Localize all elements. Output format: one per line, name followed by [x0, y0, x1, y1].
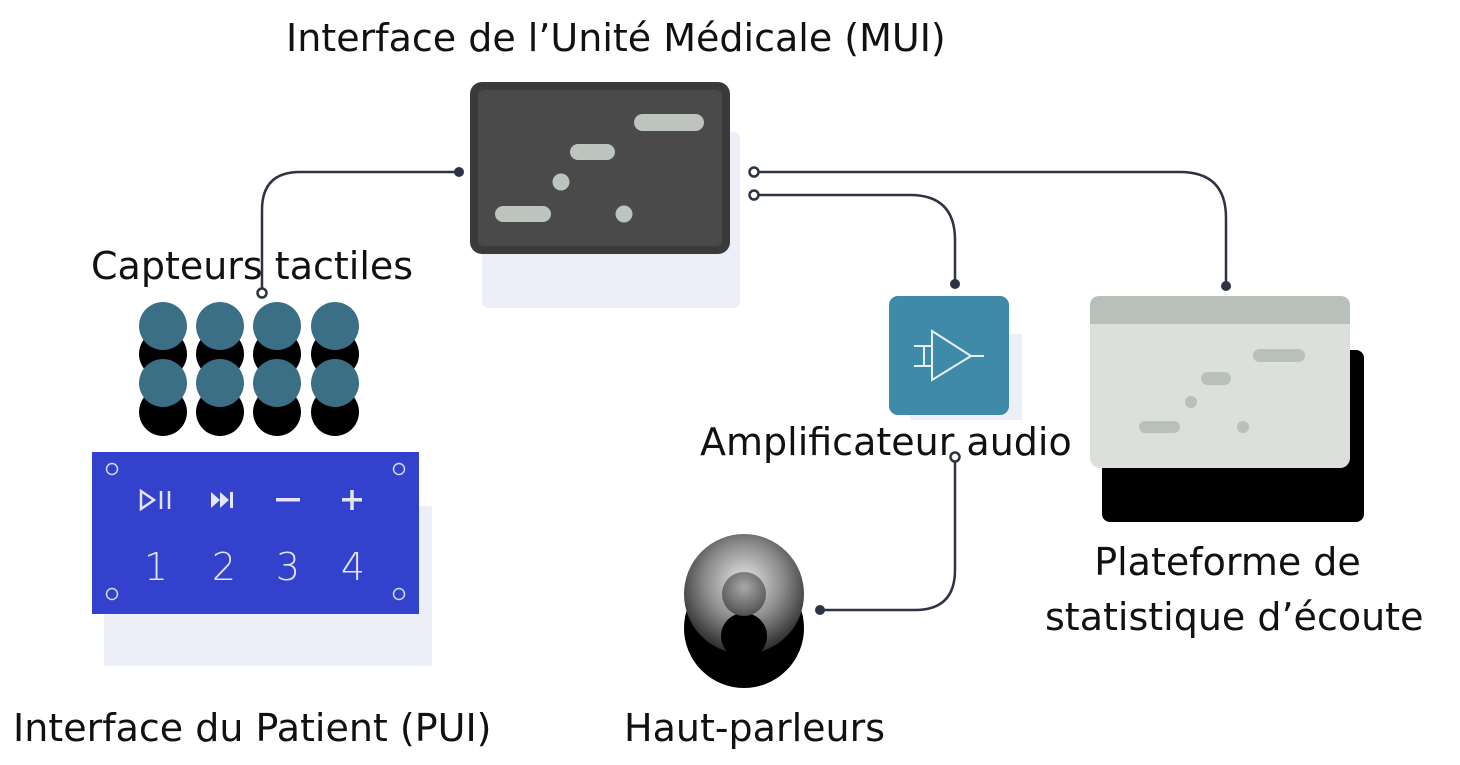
mui-device — [470, 82, 740, 308]
screw-icon — [392, 587, 406, 601]
mui-bar — [634, 114, 704, 131]
amplifier-box — [889, 296, 1009, 415]
pui-board — [92, 452, 419, 614]
speaker-cap — [722, 572, 766, 616]
platform-window — [1090, 296, 1364, 522]
port-platform — [1221, 281, 1231, 291]
speakers-label: Haut-parleurs — [624, 706, 886, 750]
amplifier-label: Amplificateur audio — [700, 420, 1072, 464]
pui-number-2[interactable]: 2 — [212, 545, 236, 589]
platform-label-line1: Plateforme de — [1094, 540, 1361, 584]
speaker-device — [684, 534, 804, 688]
mui-dot — [552, 173, 570, 191]
next-track-icon[interactable] — [211, 492, 233, 508]
port-mui-left — [454, 167, 464, 177]
mui-bar — [495, 206, 551, 222]
connector-mui-sensors — [260, 170, 459, 293]
plus-icon[interactable] — [342, 490, 362, 510]
connector-amplifier-speakers — [820, 457, 957, 612]
port-sensors — [256, 287, 268, 299]
screw-icon — [105, 462, 119, 476]
port-mui-right-1 — [748, 166, 760, 178]
platform-bar — [1201, 372, 1231, 385]
platform-title-bar — [1090, 296, 1350, 324]
minus-icon[interactable] — [276, 498, 300, 502]
amplifier-device — [889, 296, 1022, 420]
pui-number-4[interactable]: 4 — [341, 545, 365, 589]
mui-dot — [615, 205, 633, 223]
platform-bar — [1253, 349, 1305, 362]
mui-bar — [570, 144, 615, 160]
amplifier-icon — [914, 329, 984, 382]
mui-label: Interface de l’Unité Médicale (MUI) — [286, 16, 946, 60]
sensor-array — [139, 302, 359, 436]
platform-label-line2: statistique d’écoute — [1045, 595, 1424, 639]
screw-icon — [105, 587, 119, 601]
pui-panel: 1 2 3 4 — [92, 452, 432, 666]
platform-dot — [1185, 396, 1197, 408]
sensors-label: Capteurs tactiles — [91, 244, 414, 288]
pui-label: Interface du Patient (PUI) — [13, 706, 492, 750]
platform-bar — [1139, 421, 1180, 433]
port-mui-right-2 — [748, 189, 760, 201]
port-amplifier-in — [950, 279, 960, 289]
screw-icon — [392, 462, 406, 476]
platform-dot — [1237, 421, 1249, 433]
connector-mui-amplifier — [754, 193, 957, 284]
sensor-pads — [139, 302, 359, 407]
connector-mui-platform — [754, 170, 1228, 286]
pui-number-1[interactable]: 1 — [144, 545, 168, 589]
mui-screen — [478, 90, 722, 246]
pui-number-3[interactable]: 3 — [276, 545, 300, 589]
play-pause-icon[interactable] — [139, 488, 171, 512]
speaker-cap-shadow — [721, 613, 767, 659]
port-amplifier-out — [949, 451, 961, 463]
port-speakers — [815, 605, 825, 615]
